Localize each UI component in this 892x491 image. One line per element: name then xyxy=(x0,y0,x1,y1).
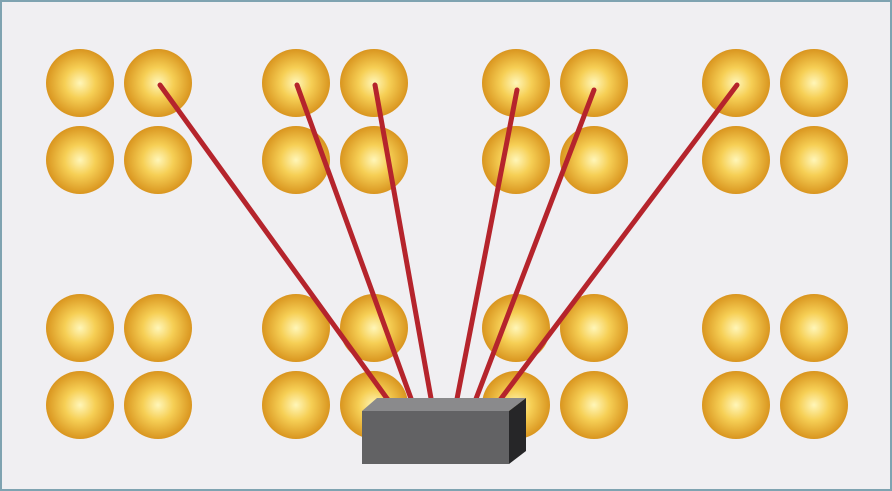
sphere-icon xyxy=(46,294,114,362)
sphere-icon xyxy=(780,371,848,439)
sphere-icon xyxy=(262,371,330,439)
sphere-icon xyxy=(482,126,550,194)
sphere-icon xyxy=(780,49,848,117)
sphere-icon xyxy=(780,126,848,194)
sphere-cluster xyxy=(46,294,192,439)
sphere-cluster xyxy=(46,49,192,194)
sphere-icon xyxy=(560,126,628,194)
sphere-icon xyxy=(46,126,114,194)
sphere-icon xyxy=(560,371,628,439)
sphere-cluster xyxy=(482,294,628,439)
hub-box-icon xyxy=(362,398,526,464)
sphere-cluster xyxy=(702,294,848,439)
connector-line xyxy=(294,82,416,407)
connector-line xyxy=(494,82,740,407)
sphere-icon xyxy=(560,294,628,362)
sphere-icon xyxy=(124,126,192,194)
connector-line xyxy=(453,87,520,407)
hub-box-front xyxy=(362,411,509,464)
sphere-icon xyxy=(702,126,770,194)
sphere-icon xyxy=(46,49,114,117)
sphere-icon xyxy=(262,126,330,194)
sphere-icon xyxy=(46,371,114,439)
sphere-icon xyxy=(124,371,192,439)
sphere-icon xyxy=(560,49,628,117)
hub-box-top xyxy=(362,398,526,411)
sphere-icon xyxy=(262,294,330,362)
sphere-icon xyxy=(780,294,848,362)
sphere-icon xyxy=(340,126,408,194)
connector-line xyxy=(471,87,597,407)
connector-line xyxy=(157,82,394,407)
sphere-icon xyxy=(482,49,550,117)
sphere-icon xyxy=(124,294,192,362)
connector-lines xyxy=(157,82,740,407)
connector-line xyxy=(372,82,435,407)
sphere-icon xyxy=(702,371,770,439)
sphere-icon xyxy=(124,49,192,117)
sphere-icon xyxy=(702,294,770,362)
hub-box-side xyxy=(509,398,526,464)
sphere-cluster xyxy=(482,49,628,194)
